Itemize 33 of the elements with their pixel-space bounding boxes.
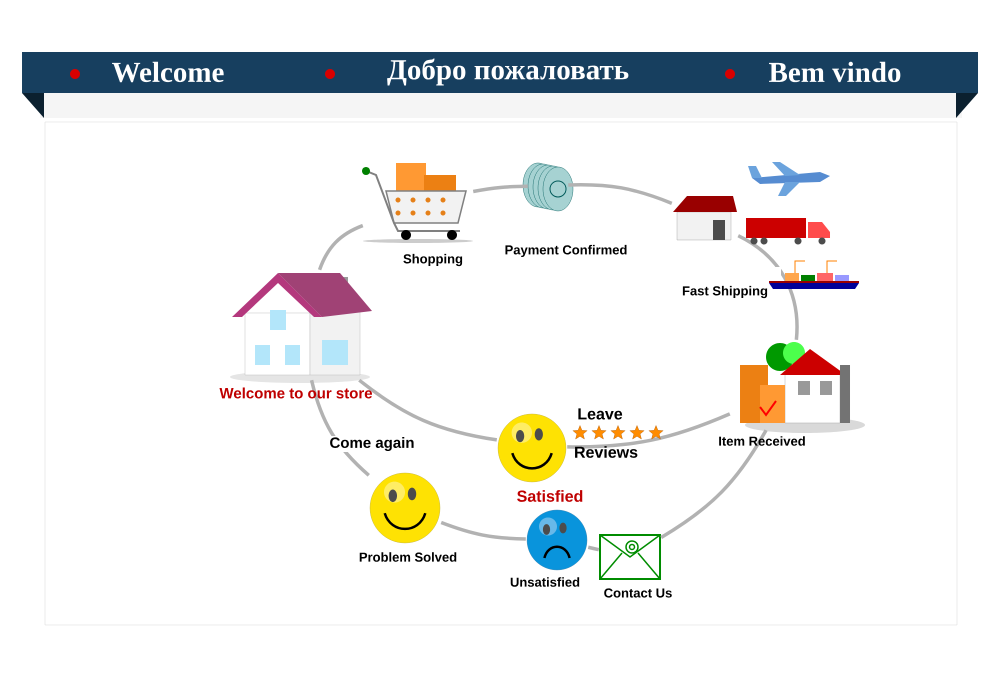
smiley-face-drawing: [370, 472, 440, 544]
connector-line: [472, 184, 528, 194]
node-label: Problem Solved: [360, 552, 456, 562]
house-drawing: [230, 272, 372, 383]
node-label: Payment Confirmed: [505, 244, 627, 258]
node-label: Unsatisfied: [510, 577, 580, 587]
connector-line: [568, 182, 672, 205]
node-label: Shopping: [403, 254, 462, 266]
coins-drawing: [522, 162, 574, 212]
connector-line: [588, 546, 600, 552]
connector-line: [567, 412, 730, 449]
node-label: Leave: [578, 408, 622, 420]
shopping-cart-drawing: [362, 162, 473, 243]
warehouse-drawing: [673, 196, 737, 240]
node-label: Fast Shipping: [682, 286, 768, 298]
connector-line: [737, 234, 799, 340]
connector-line: [318, 224, 364, 270]
smiley-face-drawing: [498, 414, 566, 482]
connector-line: [660, 429, 768, 539]
node-label: Welcome to our store: [219, 387, 372, 398]
envelope-icon: [599, 534, 661, 580]
sad-face-drawing: [526, 510, 588, 570]
node-label: Satisfied: [517, 490, 582, 502]
edge-label: Come again: [328, 436, 416, 452]
delivered-house-drawing: [740, 342, 865, 433]
node-label: Contact Us: [604, 588, 672, 598]
connector-line: [358, 378, 498, 442]
node-label: Reviews: [575, 446, 638, 458]
connector-line: [440, 520, 526, 541]
banner-text: Welcome: [112, 62, 224, 82]
node-label: Item Received: [719, 436, 805, 446]
banner-text: Добро пожаловать: [387, 58, 628, 86]
banner-text: Bem vindo: [769, 62, 900, 82]
